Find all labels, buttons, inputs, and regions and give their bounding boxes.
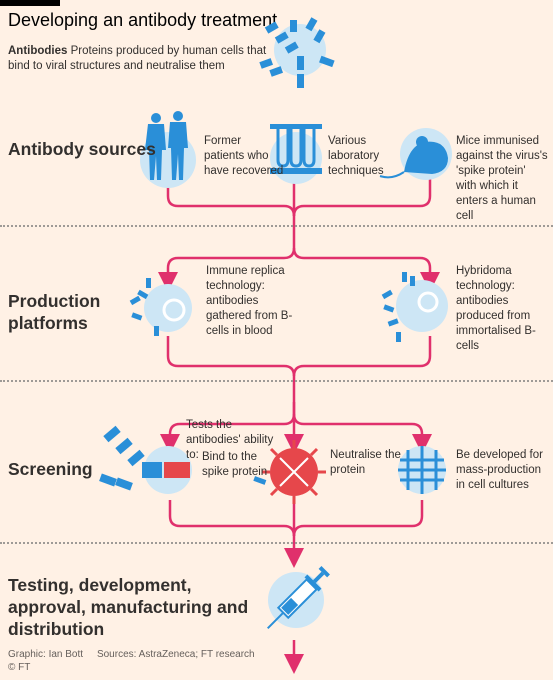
ft-top-rule xyxy=(0,0,60,6)
caption-bind-spike: Bind to the spike protein xyxy=(202,451,268,478)
caption-hybridoma: Hybridoma technology: antibodies produce… xyxy=(456,265,536,352)
footer-sources: Sources: AstraZeneca; FT research xyxy=(96,649,255,660)
footer-copyright: © FT xyxy=(8,662,31,673)
caption-former-patients: Former patients who have recovered xyxy=(204,135,284,177)
mouse-icon xyxy=(379,128,452,180)
caption-mice: Mice immunised against the virus's 'spik… xyxy=(456,135,548,222)
test-tubes-icon xyxy=(270,124,322,184)
flow-lines xyxy=(158,172,440,674)
virus-icon xyxy=(253,440,326,504)
footer-graphic-credit: Graphic: Ian Bott xyxy=(8,649,84,660)
syringe-icon xyxy=(267,566,330,629)
page-title: Developing an antibody treatment xyxy=(8,10,278,30)
caption-immune-replica: Immune replica technology: antibodies ga… xyxy=(206,265,293,337)
section-testing: Testing, development, approval, manufact… xyxy=(8,575,249,639)
divider xyxy=(0,380,553,382)
caption-mass-production: Be developed for mass-production in cell… xyxy=(456,449,543,491)
footer: Graphic: Ian Bott Sources: AstraZeneca; … xyxy=(8,648,255,674)
divider xyxy=(0,225,553,227)
divider xyxy=(0,542,553,544)
section-antibody-sources: Antibody sources xyxy=(8,139,156,159)
patients-icon xyxy=(140,111,196,188)
section-production-platforms: Production platforms xyxy=(8,291,101,333)
cell-culture-icon xyxy=(398,446,446,494)
intro-definition: Proteins produced by human cells that bi… xyxy=(8,45,267,72)
caption-neutralise: Neutralise the protein xyxy=(330,449,401,476)
intro-term: Antibodies xyxy=(8,45,68,57)
b-cell-icon xyxy=(129,278,192,336)
antibody-binding-icon xyxy=(99,425,192,494)
section-screening: Screening xyxy=(8,459,93,479)
caption-laboratory-techniques: Various laboratory techniques xyxy=(328,135,384,177)
intro-text: Antibodies Proteins produced by human ce… xyxy=(8,44,278,74)
caption-screening-intro: Tests the antibodies' ability to: xyxy=(186,419,274,461)
antibody-icon xyxy=(259,17,335,88)
hybridoma-cell-icon xyxy=(381,272,448,342)
